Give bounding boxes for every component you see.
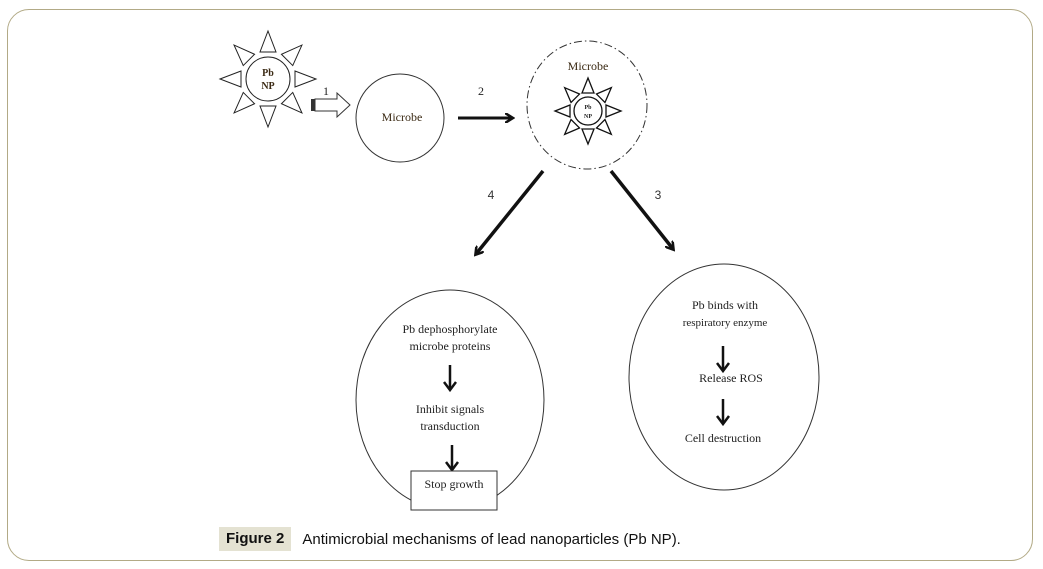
- spike-icon: [294, 70, 318, 88]
- microbe-initial: Microbe: [355, 73, 445, 163]
- pathway-left: Pb dephosphorylate microbe proteins Inhi…: [355, 289, 545, 511]
- step4-label: 4: [488, 188, 495, 202]
- nanoparticle-label-pb: Pb: [262, 68, 274, 79]
- step2-label: 2: [478, 84, 484, 98]
- pathway-right: Pb binds with respiratory enzyme Release…: [628, 263, 820, 491]
- spike-icon: [259, 105, 277, 129]
- step1-label: 1: [323, 84, 329, 98]
- pathway-right-arrow-1: [716, 346, 730, 374]
- nanoparticle-label-np: NP: [261, 81, 274, 92]
- step3-arrow-line: [609, 169, 673, 249]
- spike-icon: [605, 104, 623, 118]
- internal-nanoparticle-label-np: NP: [584, 114, 592, 120]
- figure-caption-text: Antimicrobial mechanisms of lead nanopar…: [302, 530, 681, 548]
- pathway-right-arrow-2: [716, 399, 730, 427]
- spike-icon: [595, 86, 613, 104]
- pb-nanoparticle: Pb NP: [218, 29, 318, 129]
- step4-arrow: 4: [476, 169, 545, 254]
- pathway-right-ellipse: [628, 263, 820, 491]
- figure-caption: Figure 2 Antimicrobial mechanisms of lea…: [219, 527, 681, 551]
- step1-arrow: 1: [311, 84, 351, 119]
- nanoparticle-spikes: [218, 29, 318, 129]
- spike-icon: [553, 104, 571, 118]
- step1-arrow-tail: [311, 99, 315, 111]
- microbe-infected: Microbe Pb NP: [526, 40, 648, 170]
- spike-icon: [280, 44, 303, 67]
- microbe-initial-label: Microbe: [382, 110, 423, 124]
- spike-icon: [259, 29, 277, 53]
- spike-icon: [233, 44, 256, 67]
- figure-label: Figure 2: [219, 527, 292, 551]
- stop-growth-label: Stop growth: [424, 477, 483, 491]
- step1-arrow-body: [314, 91, 351, 119]
- spike-icon: [280, 91, 303, 114]
- pathway-right-step1-line1: Pb binds with: [692, 298, 758, 312]
- microbe-initial-circle: [355, 73, 445, 163]
- spike-icon: [581, 128, 595, 146]
- pathway-left-arrow-2: [445, 445, 459, 473]
- spike-icon: [595, 118, 613, 136]
- spike-icon: [581, 76, 595, 94]
- pathway-left-arrow-1: [443, 365, 457, 393]
- spike-icon: [563, 86, 581, 104]
- nanoparticle-core: [245, 56, 291, 102]
- step3-label: 3: [655, 188, 662, 202]
- step3-arrow: 3: [609, 169, 673, 249]
- stop-growth-box: [410, 470, 498, 511]
- pathway-right-step1-line2: respiratory enzyme: [683, 317, 768, 329]
- pathway-right-step3: Cell destruction: [685, 431, 761, 445]
- internal-nanoparticle-spikes: [553, 76, 623, 146]
- pathway-left-step2-line2: transduction: [420, 419, 479, 433]
- step4-arrow-line: [476, 169, 545, 254]
- spike-icon: [233, 91, 256, 114]
- pathway-left-step1-line1: Pb dephosphorylate: [403, 322, 498, 336]
- spike-icon: [218, 70, 242, 88]
- step2-arrow: 2: [458, 84, 512, 118]
- pathway-right-step2: Release ROS: [699, 371, 763, 385]
- internal-nanoparticle-core: [573, 96, 603, 126]
- microbe-infected-label: Microbe: [568, 59, 609, 73]
- pathway-left-step1-line2: microbe proteins: [410, 339, 491, 353]
- internal-nanoparticle-label-pb: Pb: [584, 105, 592, 111]
- spike-icon: [563, 118, 581, 136]
- pathway-left-step2-line1: Inhibit signals: [416, 402, 485, 416]
